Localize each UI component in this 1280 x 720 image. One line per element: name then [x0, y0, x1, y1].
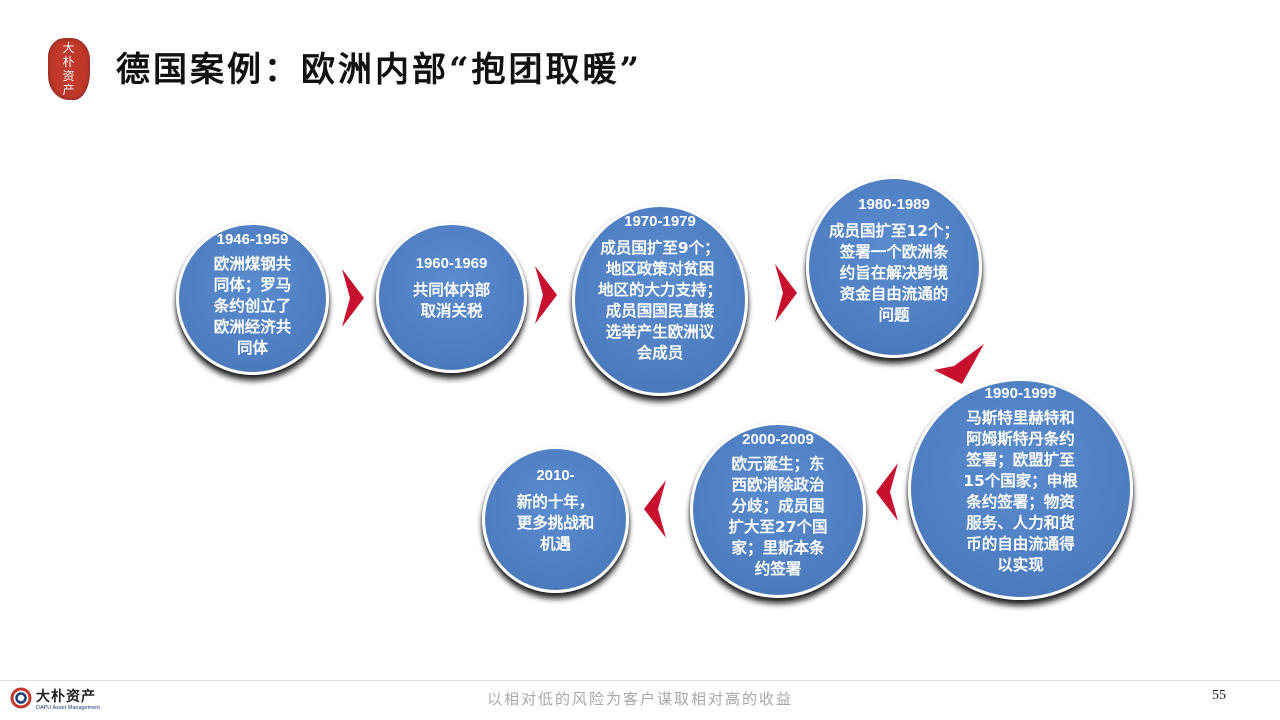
- footer-brand-name: 大朴资产: [36, 689, 96, 705]
- brand-seal-logo: 大 朴 资 产: [48, 38, 90, 100]
- arrow-down-left-icon: [934, 344, 984, 384]
- node-year: 1970-1979: [624, 213, 696, 230]
- node-year: 2000-2009: [742, 431, 814, 448]
- seal-char-2: 朴: [62, 55, 76, 69]
- seal-char-3: 资: [62, 69, 76, 83]
- node-year: 1946-1959: [216, 231, 289, 248]
- node-description: 欧洲煤钢共 同体；罗马 条约创立了 欧洲经济共 同体: [213, 255, 292, 357]
- arrow-right-icon: [775, 264, 797, 322]
- arrow-left-icon: [876, 463, 898, 521]
- node-description: 共同体内部 取消关税: [412, 281, 491, 320]
- timeline-node-1960-1969: 1960-1969 共同体内部 取消关税: [376, 222, 527, 373]
- arrow-left-icon: [644, 480, 666, 538]
- arrow-right-icon: [342, 269, 364, 327]
- timeline-node-2010: 2010- 新的十年， 更多挑战和 机遇: [482, 446, 629, 593]
- seal-char-4: 产: [62, 83, 76, 97]
- brand-ring-icon: [10, 687, 32, 709]
- footer-brand-english: DAPU Asset Management: [36, 705, 100, 711]
- node-description: 成员国扩至9个； 地区政策对贫困 地区的大力支持； 成员国国民直接 选举产生欧洲…: [597, 239, 722, 362]
- timeline-node-1946-1959: 1946-1959 欧洲煤钢共 同体；罗马 条约创立了 欧洲经济共 同体: [176, 222, 329, 375]
- node-description: 马斯特里赫特和 阿姆斯特丹条约 签署；欧盟扩至 15个国家；申根 条约签署；物资…: [963, 409, 1078, 574]
- footer-divider: [0, 680, 1280, 681]
- node-description: 新的十年， 更多挑战和 机遇: [516, 493, 595, 553]
- node-description: 欧元诞生；东 西欧消除政治 分歧；成员国 扩大至27个国 家；里斯本条 约签署: [728, 455, 828, 578]
- page-title: 德国案例：欧洲内部“抱团取暖”: [116, 50, 643, 90]
- node-year: 1960-1969: [415, 255, 488, 272]
- timeline-node-2000-2009: 2000-2009 欧元诞生；东 西欧消除政治 分歧；成员国 扩大至27个国 家…: [690, 422, 866, 598]
- node-year: 2010-: [536, 467, 575, 484]
- seal-char-1: 大: [62, 41, 76, 55]
- node-year: 1990-1999: [984, 385, 1057, 402]
- footer-brand-logo: 大朴资产 DAPU Asset Management: [10, 683, 130, 717]
- node-description: 成员国扩至12个； 签署一个欧洲条 约旨在解决跨境 资金自由流通的 问题: [828, 222, 960, 324]
- node-year: 1980-1989: [858, 196, 930, 213]
- arrow-right-icon: [535, 266, 557, 324]
- footer-slogan: 以相对低的风险为客户谋取相对高的收益: [486, 690, 793, 708]
- timeline-node-1980-1989: 1980-1989 成员国扩至12个； 签署一个欧洲条 约旨在解决跨境 资金自由…: [806, 176, 982, 358]
- timeline-node-1990-1999: 1990-1999 马斯特里赫特和 阿姆斯特丹条约 签署；欧盟扩至 15个国家；…: [908, 378, 1133, 600]
- page-number: 55: [1212, 688, 1226, 703]
- timeline-node-1970-1979: 1970-1979 成员国扩至9个； 地区政策对贫困 地区的大力支持； 成员国国…: [572, 204, 748, 396]
